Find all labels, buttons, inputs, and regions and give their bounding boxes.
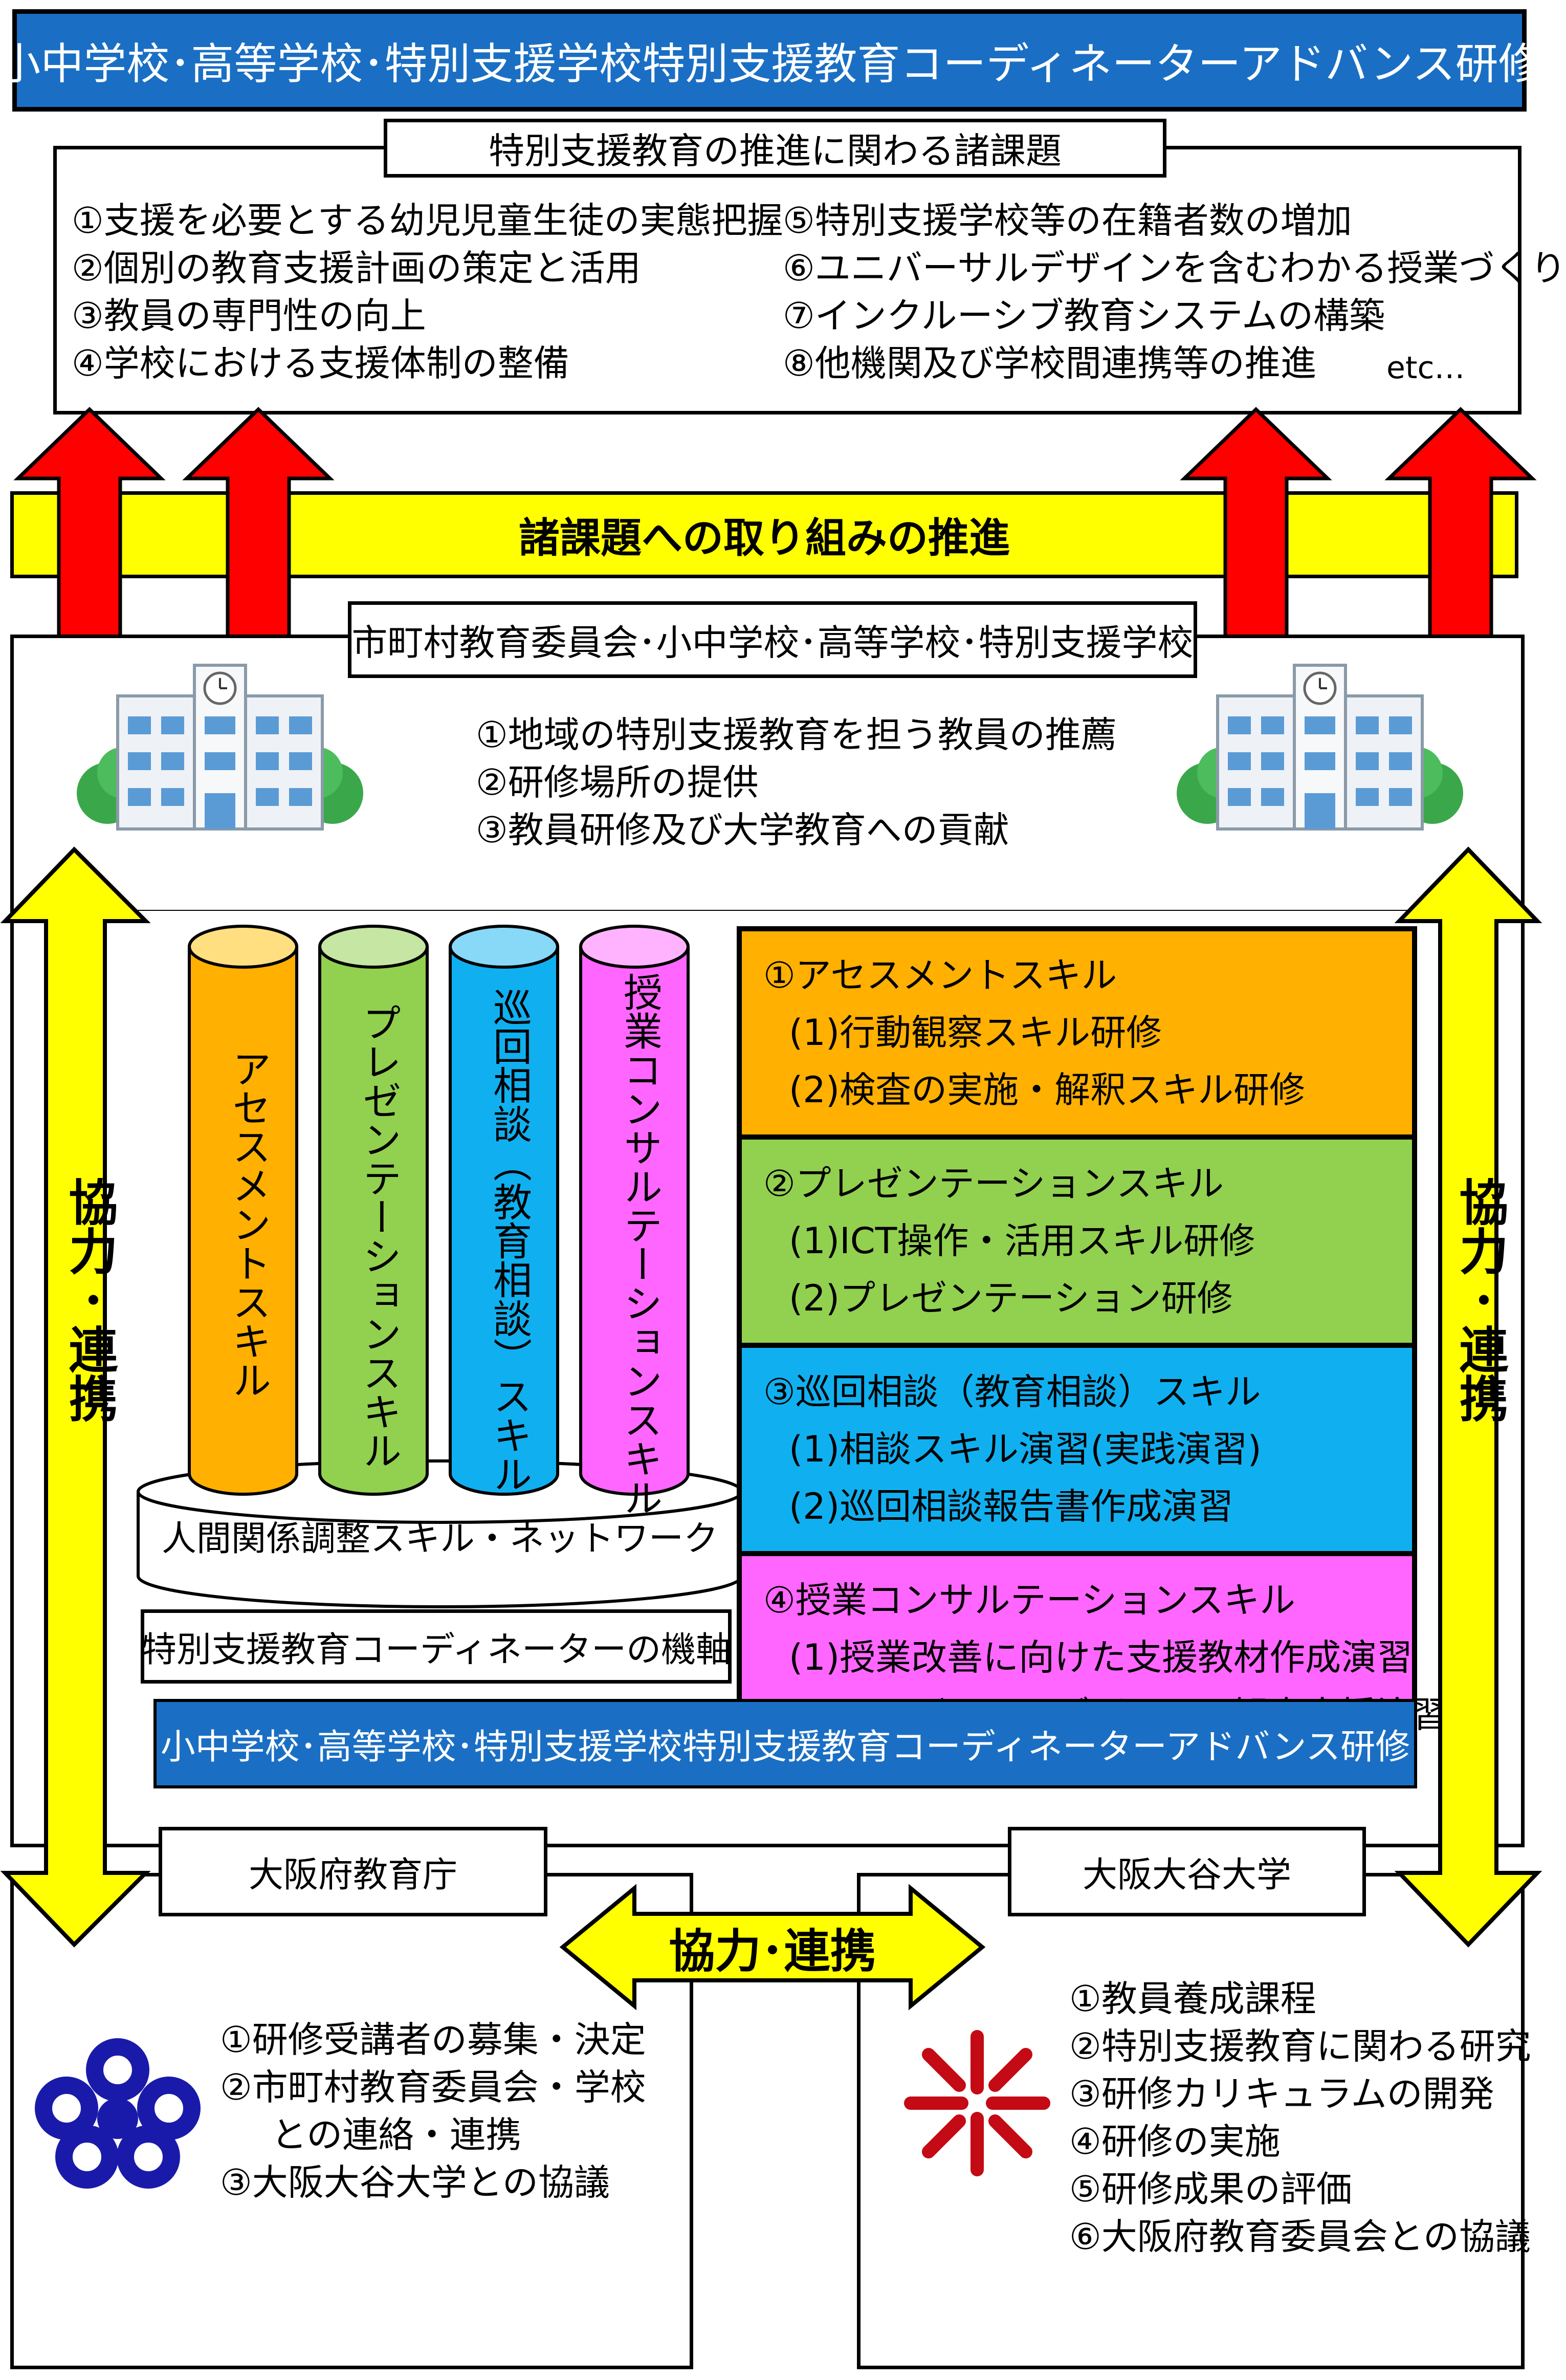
skill-item: (1)ICT操作・活用スキル研修: [789, 1220, 1255, 1262]
university-item: ⑥大阪府教育委員会との協議: [1069, 2216, 1531, 2258]
skill-title: ①アセスメントスキル: [763, 954, 1117, 996]
side-arrow-label-left: 協力･連携: [60, 1177, 118, 1423]
school-item: ①地域の特別支援教育を担う教員の推薦: [476, 714, 1117, 756]
schools-heading: 市町村教育委員会･小中学校･高等学校･特別支援学校: [348, 601, 1197, 678]
school-building-icon: [1177, 664, 1463, 831]
school-item: ③教員研修及び大学教育への貢献: [476, 809, 1009, 851]
prefecture-item: との連絡・連携: [271, 2114, 522, 2156]
pillar-lesson: [579, 947, 690, 1496]
skill-title: ④授業コンサルテーションスキル: [763, 1579, 1295, 1621]
university-item: ②特別支援教育に関わる研究: [1069, 2025, 1531, 2067]
base-label: 人間関係調整スキル・ネットワーク: [161, 1518, 718, 1559]
prefecture-heading: 大阪府教育庁: [159, 1827, 547, 1916]
pillar-label: プレゼンテーションスキル: [356, 1003, 402, 1470]
pillar-label: 授業コンサルテーションスキル: [617, 972, 663, 1517]
arrow-up-icon: [182, 407, 335, 639]
university-heading: 大阪大谷大学: [1008, 1827, 1366, 1916]
skill-section-presentation: ②プレゼンテーションスキル (1)ICT操作・活用スキル研修 (2)プレゼンテー…: [739, 1137, 1415, 1345]
issues-left-list: ①支援を必要とする幼児児童生徒の実態把握 ②個別の教育支援計画の策定と活用 ③教…: [72, 197, 783, 387]
issue-item: ⑤特別支援学校等の在籍者数の増加: [783, 200, 1352, 242]
pillar-assessment: [188, 947, 298, 1496]
issue-item: ①支援を必要とする幼児児童生徒の実態把握: [72, 200, 783, 242]
skill-item: (1)行動観察スキル研修: [789, 1012, 1162, 1054]
skill-title: ③巡回相談（教育相談）スキル: [763, 1371, 1261, 1413]
issue-item: ④学校における支援体制の整備: [72, 342, 569, 384]
pillar-columns: [188, 925, 690, 1496]
title-text: 小中学校･高等学校･特別支援学校特別支援教育コーディネーターアドバンス研修: [0, 38, 1541, 89]
skill-item: (1)相談スキル演習(実践演習): [789, 1428, 1262, 1470]
double-arrow-left-icon: [0, 846, 151, 1948]
university-item: ④研修の実施: [1069, 2121, 1281, 2163]
issue-item: ⑥ユニバーサルデザインを含むわかる授業づくり: [783, 247, 1566, 289]
issues-heading: 特別支援教育の推進に関わる諸課題: [384, 119, 1166, 178]
prefecture-list: ①研修受講者の募集・決定 ②市町村教育委員会・学校 との連絡・連携 ③大阪大谷大…: [220, 2016, 646, 2207]
skill-title: ②プレゼンテーションスキル: [763, 1163, 1224, 1205]
skill-item: (2)検査の実施・解釈スキル研修: [789, 1069, 1306, 1111]
university-list: ①教員養成課程 ②特別支援教育に関わる研究 ③研修カリキュラムの開発 ④研修の実…: [1069, 1975, 1531, 2261]
university-item: ③研修カリキュラムの開発: [1069, 2073, 1494, 2115]
red-up-arrows: [13, 407, 1537, 639]
axis-label-box: 特別支援教育コーディネーターの機軸: [141, 1609, 732, 1684]
issues-right-list: ⑤特別支援学校等の在籍者数の増加 ⑥ユニバーサルデザインを含むわかる授業づくり …: [783, 197, 1566, 387]
skill-item: (2)巡回相談報告書作成演習: [789, 1486, 1234, 1527]
prefecture-item: ①研修受講者の募集・決定: [220, 2019, 646, 2061]
pillar-presentation: [318, 947, 429, 1496]
school-building-icon: [77, 664, 363, 831]
otani-university-logo-icon: [904, 2030, 1050, 2176]
issue-item: ③教員の専門性の向上: [72, 295, 426, 337]
arrow-up-icon: [1180, 407, 1332, 639]
skill-section-assessment: ①アセスメントスキル (1)行動観察スキル研修 (2)検査の実施・解釈スキル研修: [739, 929, 1415, 1137]
double-arrow-right-icon: [1394, 846, 1542, 1948]
arrow-up-icon: [13, 407, 166, 639]
prefecture-item: ③大阪大谷大学との協議: [220, 2161, 610, 2203]
issue-item: ②個別の教育支援計画の策定と活用: [72, 247, 641, 289]
school-item: ②研修場所の提供: [476, 761, 759, 803]
issue-item: ⑦インクルーシブ教育システムの構築: [783, 295, 1385, 337]
bottom-banner: 小中学校･高等学校･特別支援学校特別支援教育コーディネーターアドバンス研修: [153, 1699, 1417, 1788]
skill-item: (2)プレゼンテーション研修: [789, 1277, 1233, 1319]
osaka-prefecture-logo-icon: [35, 2038, 201, 2189]
prefecture-item: ②市町村教育委員会・学校: [220, 2066, 646, 2108]
skill-section-consultation: ③巡回相談（教育相談）スキル (1)相談スキル演習(実践演習) (2)巡回相談報…: [739, 1345, 1415, 1554]
pillar-consultation: [449, 947, 559, 1496]
issues-box: [53, 146, 1521, 414]
center-arrow-label: 協力･連携: [669, 1925, 876, 1978]
university-item: ①教員養成課程: [1069, 1978, 1316, 2020]
skill-item: (1)授業改善に向けた支援教材作成演習: [789, 1636, 1413, 1678]
university-item: ⑤研修成果の評価: [1069, 2168, 1352, 2210]
arrow-up-icon: [1384, 407, 1537, 639]
pillar-label: アセスメントスキル: [226, 1049, 271, 1399]
side-arrow-label-right: 協力･連携: [1451, 1177, 1508, 1423]
double-arrow-center-icon: [559, 1884, 986, 2011]
issues-etc: etc…: [1386, 350, 1465, 386]
title-banner: 小中学校･高等学校･特別支援学校特別支援教育コーディネーターアドバンス研修: [0, 9, 1541, 112]
schools-list: ①地域の特別支援教育を担う教員の推薦 ②研修場所の提供 ③教員研修及び大学教育へ…: [476, 711, 1117, 854]
pillar-label: 巡回相談（教育相談）スキル: [487, 988, 532, 1493]
issue-item: ⑧他機関及び学校間連携等の推進: [783, 342, 1316, 384]
